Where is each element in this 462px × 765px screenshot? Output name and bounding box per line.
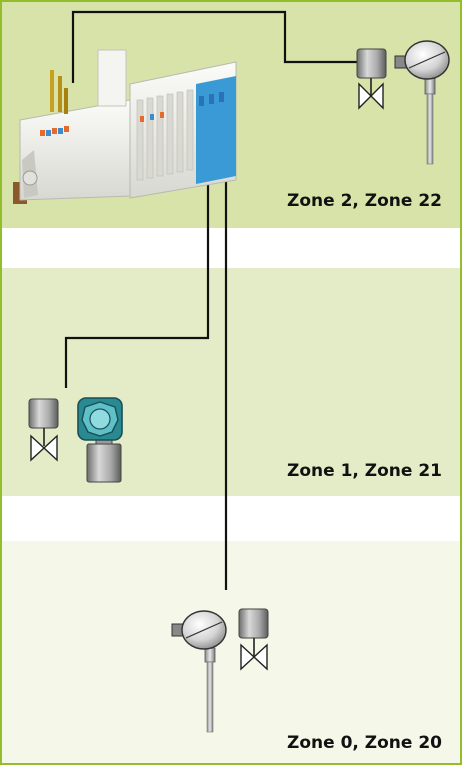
zone-1-valve-actuator-icon <box>28 398 59 462</box>
zone-1-label: Zone 1, Zone 21 <box>287 461 442 481</box>
zone-0-label: Zone 0, Zone 20 <box>287 733 442 753</box>
zone-2-temperature-sensor-icon <box>394 40 450 165</box>
io-controller-icon <box>13 49 237 204</box>
wire-to-zone-1 <box>64 138 210 388</box>
zone-2-label: Zone 2, Zone 22 <box>287 191 442 211</box>
wire-to-zone-2 <box>71 10 358 83</box>
zone-2-valve-actuator-icon <box>356 48 387 110</box>
zone-1-band <box>2 268 460 496</box>
zone-gap-1 <box>2 228 460 268</box>
zone-0-temperature-sensor-icon <box>171 610 227 733</box>
zone-0-band <box>2 541 460 763</box>
zone-0-valve-actuator-icon <box>238 608 269 671</box>
zone-gap-2 <box>2 496 460 541</box>
zone-1-pressure-transmitter-icon <box>77 397 123 483</box>
controller-blue-module <box>196 76 236 184</box>
